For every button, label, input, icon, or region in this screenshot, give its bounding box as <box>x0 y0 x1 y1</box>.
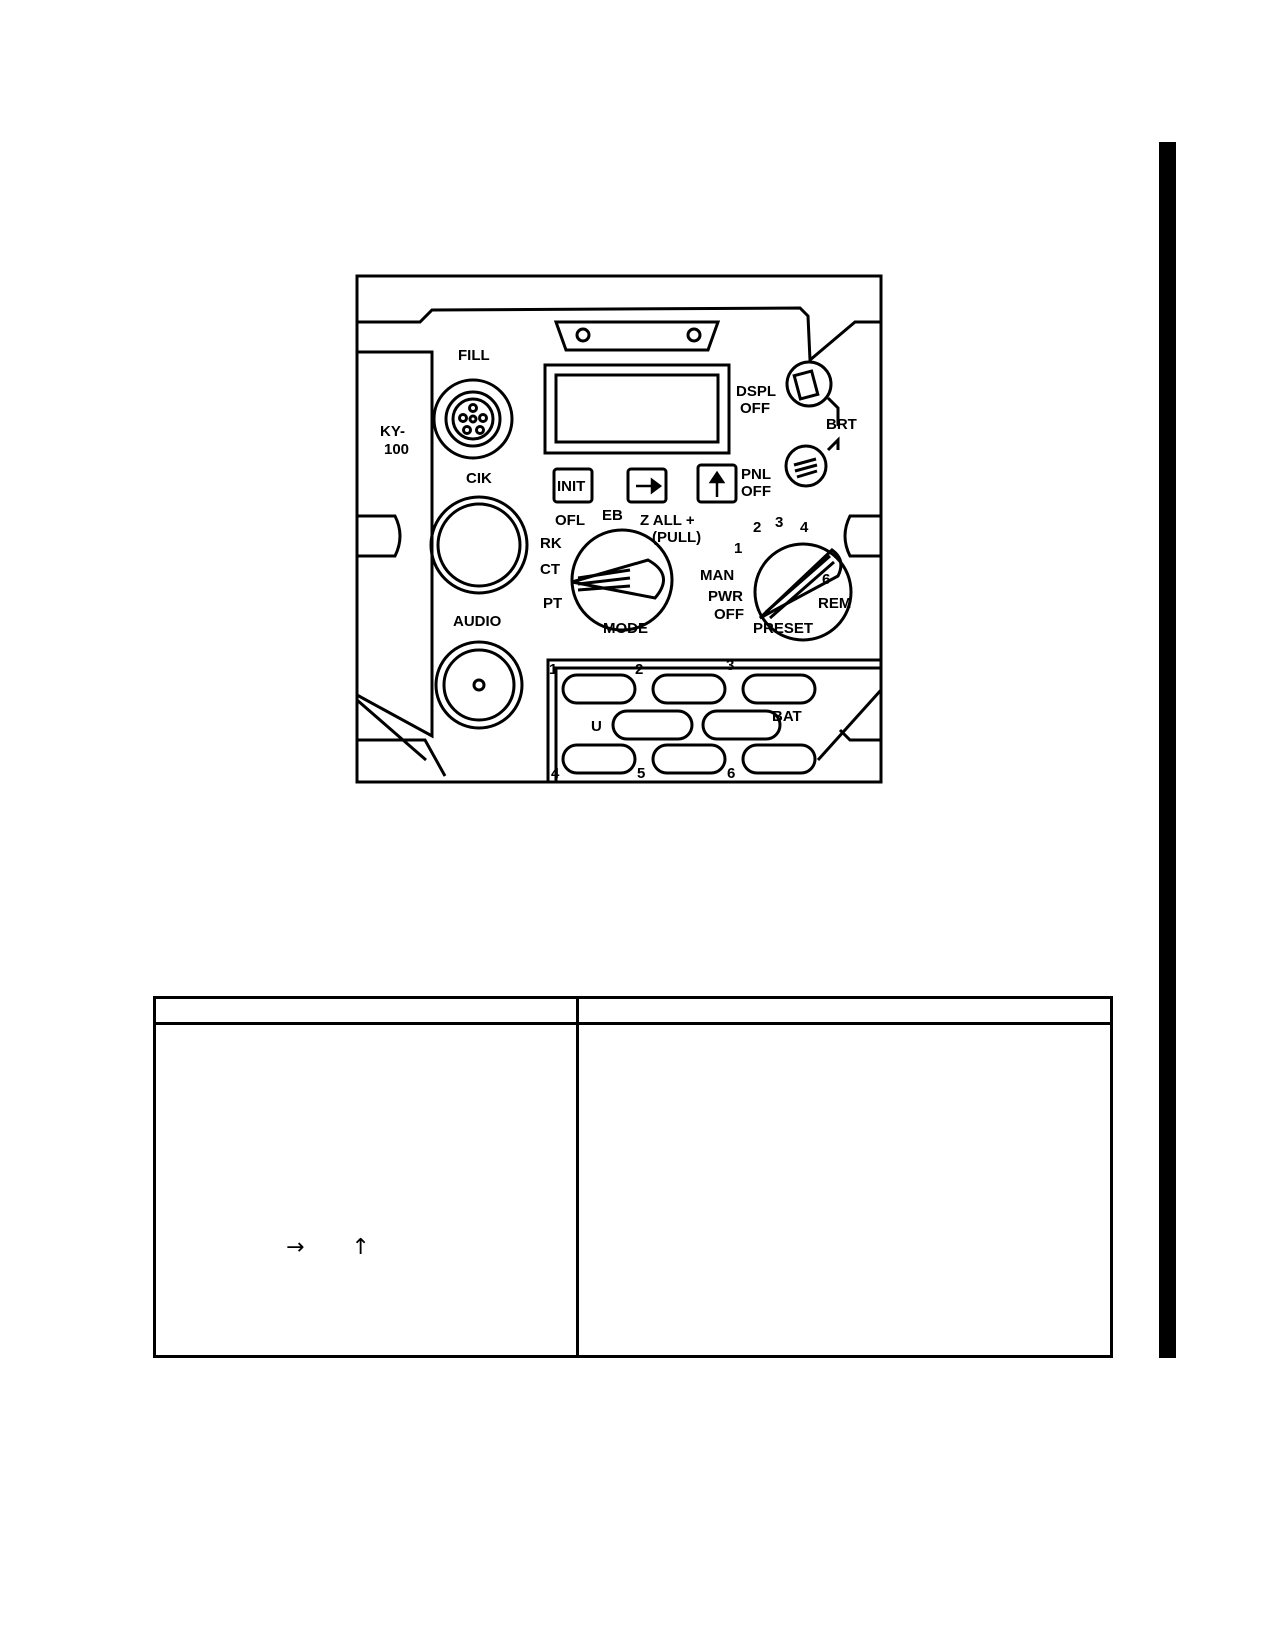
cik-label: CIK <box>466 470 492 487</box>
cik-receptacle-outer <box>429 495 529 595</box>
keypad-label-2: 2 <box>635 661 643 678</box>
connector-icon <box>451 397 495 441</box>
keypad-label-u: U <box>591 718 602 735</box>
keypad-key-4[interactable] <box>561 743 637 775</box>
audio-label: AUDIO <box>453 613 502 630</box>
keypad-label-4: 4 <box>551 765 560 782</box>
keypad-key-5[interactable] <box>651 743 727 775</box>
keypad-label-3: 3 <box>726 657 734 674</box>
dspl-knob[interactable] <box>785 360 833 408</box>
preset-pos-4: 4 <box>800 519 809 536</box>
audio-connector-inner <box>442 648 516 722</box>
keypad-key-1[interactable] <box>561 673 637 705</box>
preset-pos-2: 2 <box>753 519 761 536</box>
mode-pos-ct: CT <box>540 561 560 578</box>
keypad-key-6[interactable] <box>741 743 817 775</box>
brt-label: BRT <box>826 416 857 433</box>
keypad-frame-inner <box>554 666 881 782</box>
fill-connector-inner <box>444 390 502 448</box>
keypad-key-2[interactable] <box>651 673 727 705</box>
preset-pos-pwr: PWR <box>708 588 743 605</box>
right-arrow-button[interactable] <box>626 467 668 504</box>
mode-label: MODE <box>603 620 648 637</box>
knob-icon <box>792 369 820 401</box>
audio-connector-outer <box>434 640 524 730</box>
pnl-knob-grip <box>793 457 818 479</box>
fill-connector-outer <box>432 378 514 460</box>
preset-pos-6: 6 <box>822 571 830 588</box>
display-window-outer <box>543 363 731 455</box>
pnl-knob[interactable] <box>784 444 828 488</box>
display-window-inner <box>554 373 720 444</box>
panel-inner-outline <box>355 306 881 777</box>
cik-receptacle-inner <box>436 502 522 588</box>
top-bracket <box>553 320 721 352</box>
page-edge-bar <box>1159 142 1176 1358</box>
description-table: →↑ <box>153 996 1113 1358</box>
mode-pos-ofl: OFL <box>555 512 585 529</box>
preset-pos-rem: REM <box>818 595 851 612</box>
mode-pos-pull: (PULL) <box>652 529 701 546</box>
keypad-label-5: 5 <box>637 765 645 782</box>
keypad-key-u[interactable] <box>611 709 694 741</box>
preset-switch-pointer <box>758 548 843 620</box>
keypad-frame <box>546 658 881 782</box>
dspl-label-line1: DSPL <box>736 383 776 400</box>
up-arrow-text: ↑ <box>351 1235 370 1260</box>
right-slot <box>843 514 881 558</box>
init-button[interactable] <box>552 467 594 504</box>
mode-pos-pt: PT <box>543 595 562 612</box>
brt-bracket <box>826 396 840 452</box>
preset-pos-3: 3 <box>775 514 783 531</box>
lower-right-ledge <box>816 688 883 762</box>
mode-pos-zall: Z ALL + <box>640 512 695 529</box>
mode-switch-pointer <box>571 558 665 600</box>
bracket-screw-right <box>686 327 702 343</box>
panel-outer-frame <box>355 274 883 784</box>
up-arrow-button[interactable] <box>696 463 738 504</box>
lower-left-ledge <box>356 698 427 762</box>
bracket-screw-left <box>575 327 591 343</box>
right-arrow-text: → <box>286 1235 305 1260</box>
table-column-divider <box>576 999 579 1358</box>
preset-pos-1: 1 <box>734 540 742 557</box>
mode-pos-rk: RK <box>540 535 562 552</box>
mode-pos-eb: EB <box>602 507 623 524</box>
preset-pos-man: MAN <box>700 567 734 584</box>
device-label-line2: 100 <box>384 441 409 458</box>
keypad-key-3[interactable] <box>741 673 817 705</box>
table-header-rule <box>156 1022 1110 1025</box>
mode-switch-body[interactable] <box>570 528 674 632</box>
pnl-label-line1: PNL <box>741 466 771 483</box>
fill-label: FILL <box>458 347 490 364</box>
keypad-label-6: 6 <box>727 765 735 782</box>
left-slot <box>357 514 402 558</box>
device-label-line1: KY- <box>380 423 405 440</box>
table-arrow-glyphs: →↑ <box>286 1235 370 1260</box>
init-button-label: INIT <box>557 478 585 495</box>
preset-switch-body[interactable] <box>753 542 853 642</box>
audio-connector-pin <box>472 678 486 692</box>
pnl-label-line2: OFF <box>741 483 771 500</box>
preset-label: PRESET <box>753 620 813 637</box>
keypad-label-1: 1 <box>549 661 557 678</box>
keypad-key-bat[interactable] <box>701 709 782 741</box>
dspl-label-line2: OFF <box>740 400 770 417</box>
keypad-label-bat: BAT <box>772 708 802 725</box>
preset-pos-off: OFF <box>714 606 744 623</box>
